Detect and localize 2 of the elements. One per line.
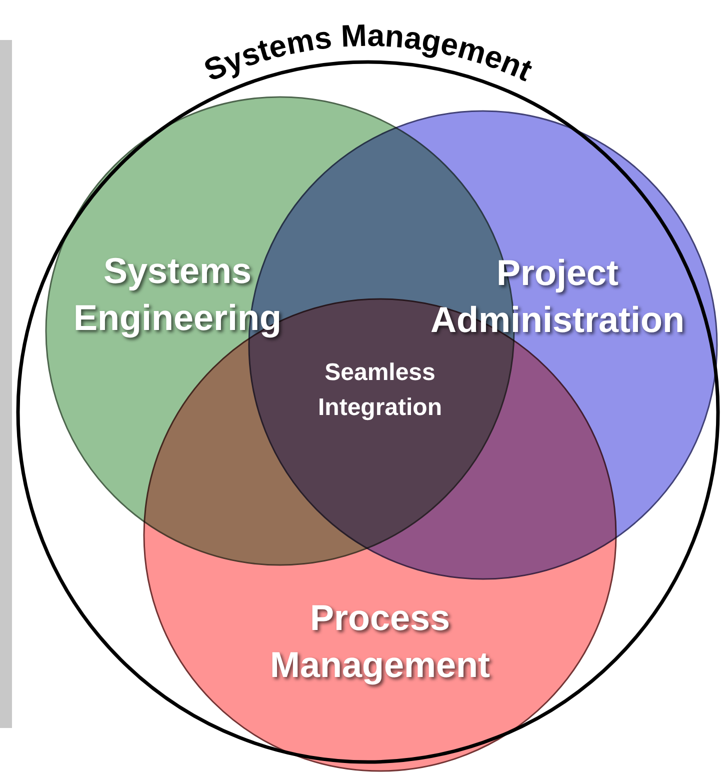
intersection-label: Seamless Integration <box>317 358 443 423</box>
circle-label: Process Management <box>268 596 492 687</box>
